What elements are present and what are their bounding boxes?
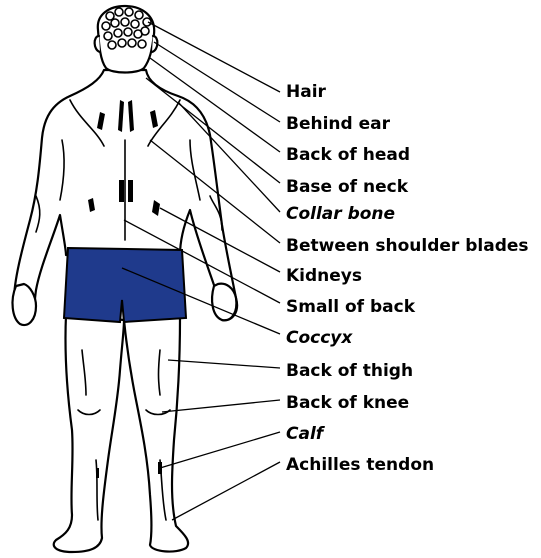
human-figure-back-view	[13, 6, 238, 552]
shorts	[64, 248, 186, 322]
leader-hair	[148, 22, 280, 92]
leader-calf	[160, 432, 280, 468]
label-hair: Hair	[286, 82, 327, 102]
label-behind-ear: Behind ear	[286, 114, 391, 134]
leader-back-of-knee	[162, 400, 280, 412]
label-back-of-knee: Back of knee	[286, 393, 409, 413]
left-leg	[54, 315, 124, 552]
label-collar-bone: Collar bone	[286, 204, 395, 224]
labels: Hair Behind ear Back of head Base of nec…	[286, 82, 529, 475]
label-calf: Calf	[286, 424, 326, 444]
label-back-of-thigh: Back of thigh	[286, 361, 413, 381]
leader-back-of-thigh	[168, 360, 280, 368]
label-coccyx: Coccyx	[286, 328, 353, 348]
label-between-shoulder-blades: Between shoulder blades	[286, 236, 529, 256]
label-achilles-tendon: Achilles tendon	[286, 455, 434, 475]
label-kidneys: Kidneys	[286, 266, 362, 286]
label-back-of-head: Back of head	[286, 145, 410, 165]
leader-achilles-tendon	[172, 462, 280, 520]
label-small-of-back: Small of back	[286, 297, 416, 317]
label-base-of-neck: Base of neck	[286, 177, 409, 197]
